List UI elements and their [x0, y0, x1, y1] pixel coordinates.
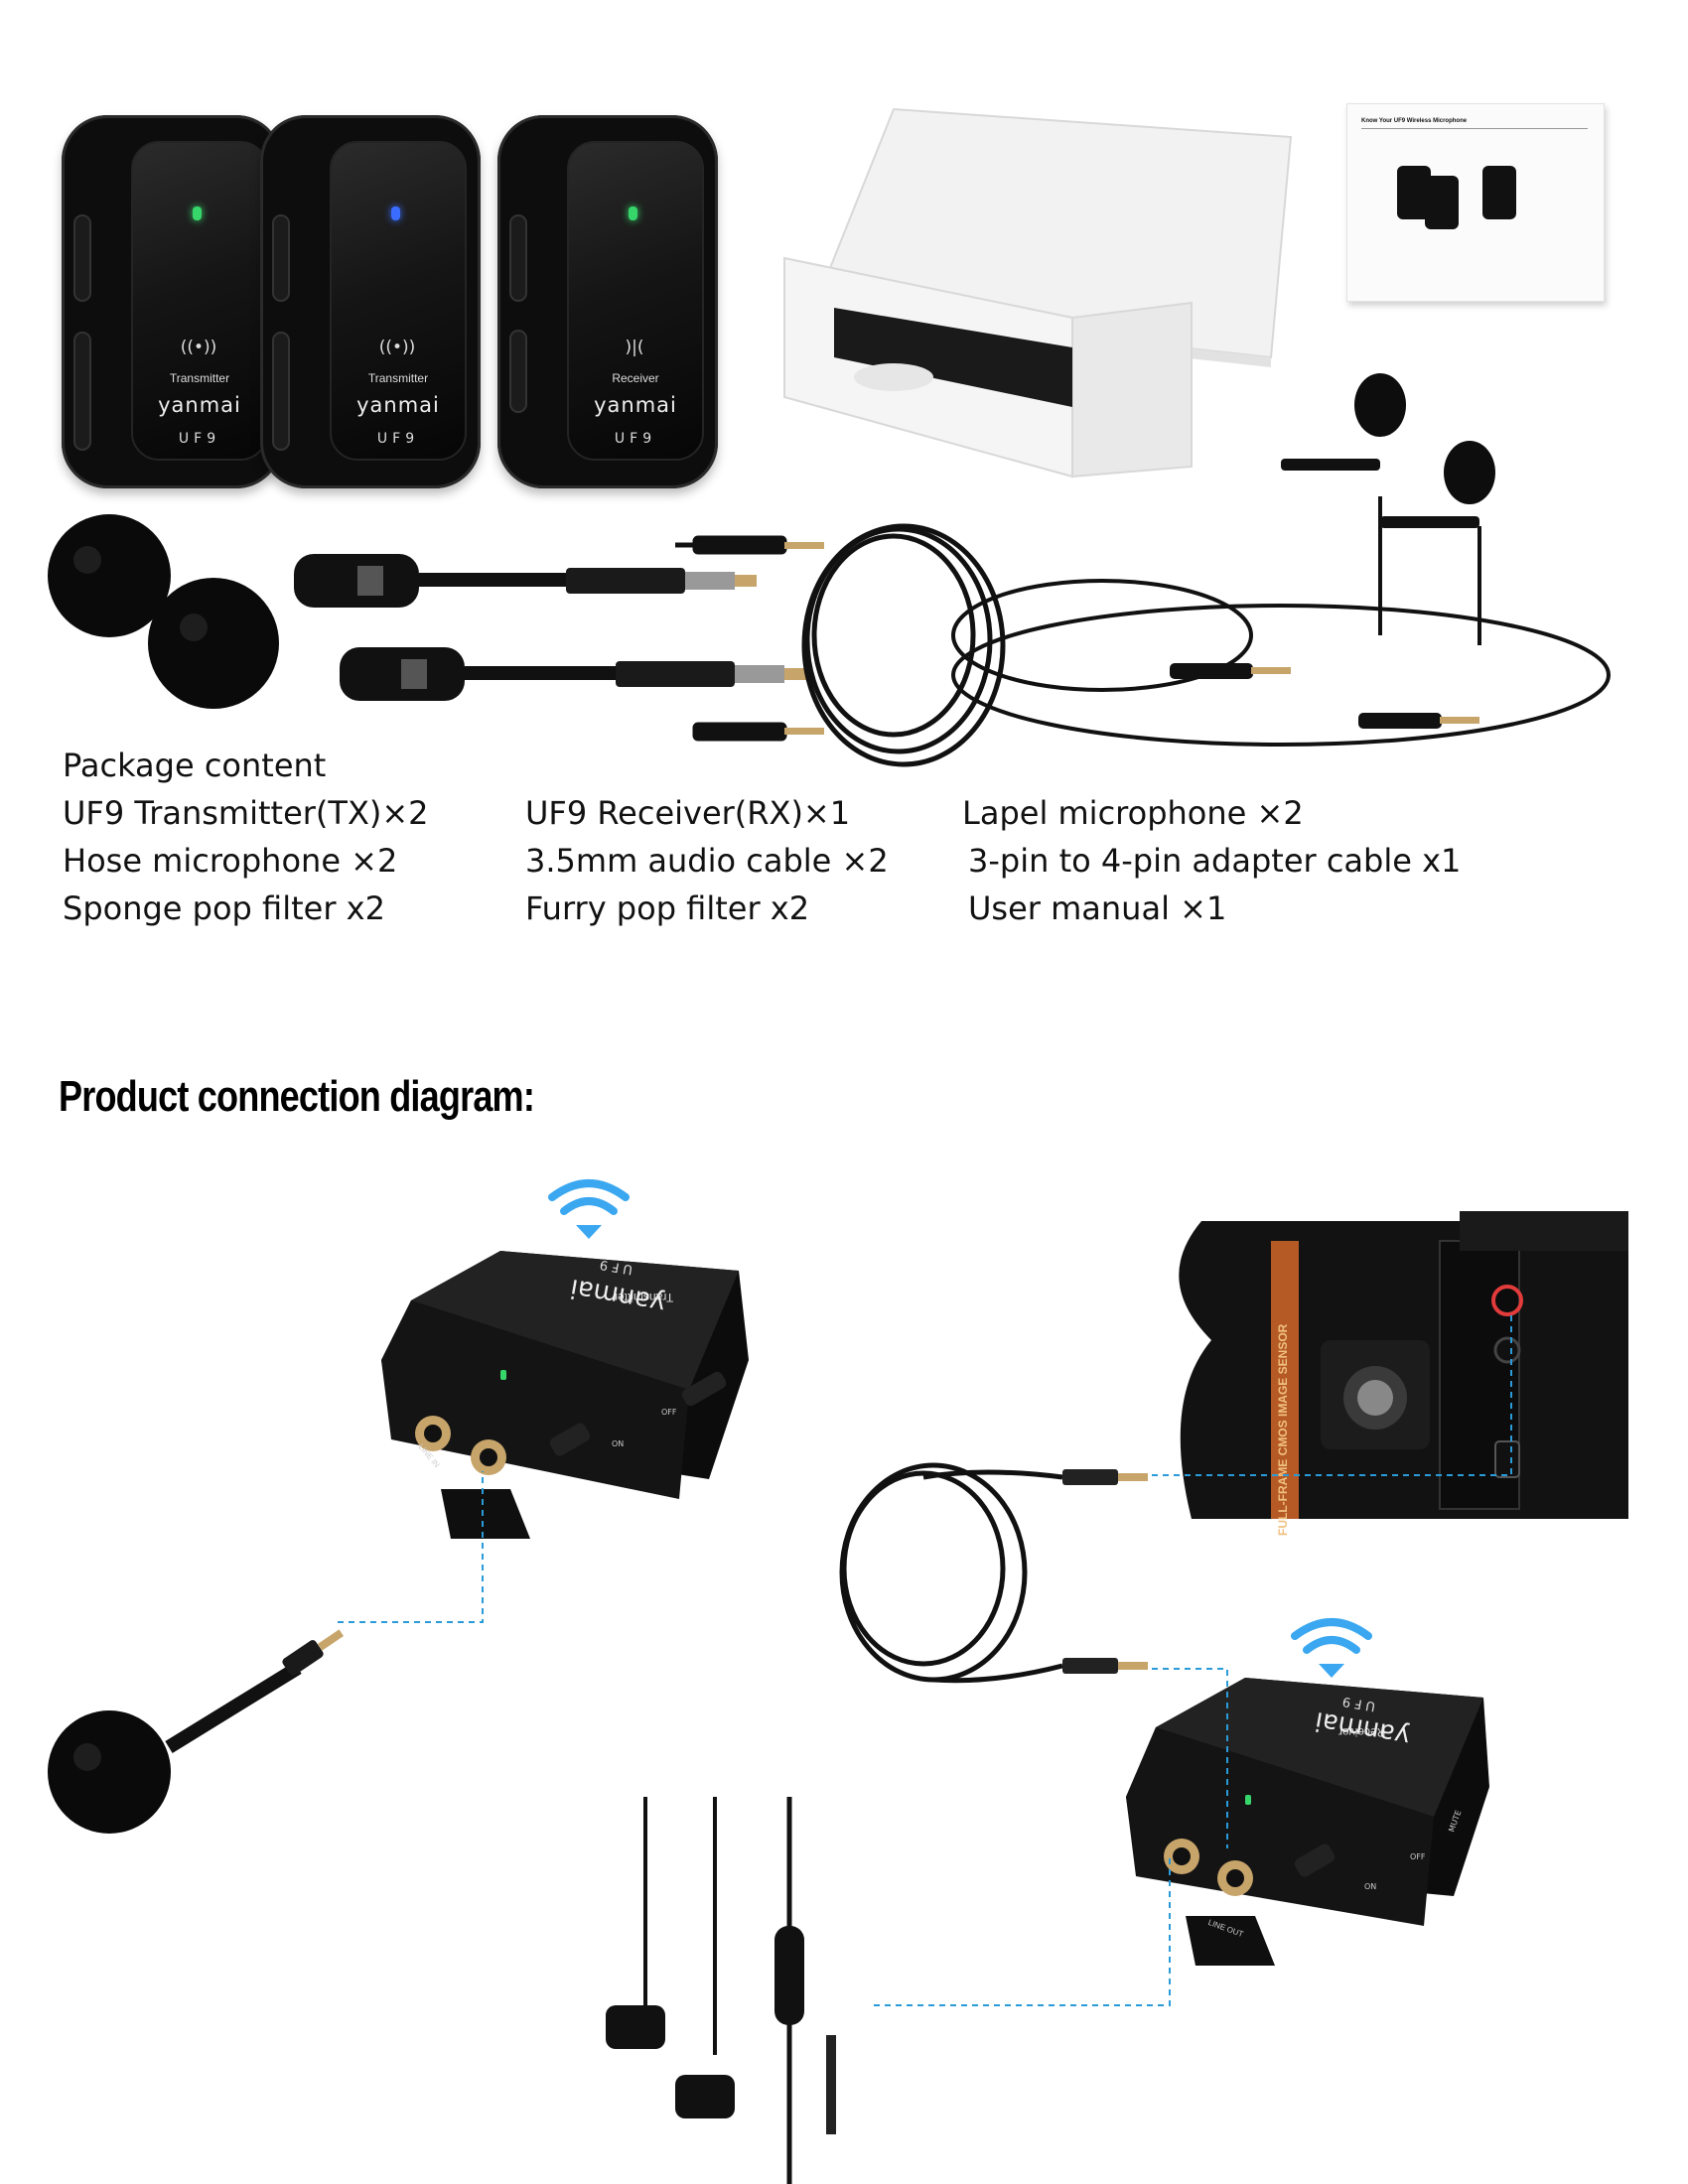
connection-diagram-title: Product connection diagram:	[59, 1072, 535, 1121]
mute-button	[509, 330, 527, 413]
device-model: UF9	[614, 431, 657, 447]
package-item: 3.5mm audio cable ×2	[525, 842, 889, 880]
antenna-icon: ((•))	[180, 338, 217, 357]
status-led	[193, 206, 202, 220]
rx-switch-on: ON	[1364, 1882, 1377, 1891]
volume-rocker	[272, 332, 290, 451]
device-role: Transmitter	[367, 371, 429, 385]
package-item: UF9 Receiver(RX)×1	[525, 794, 851, 832]
device-model: UF9	[178, 431, 221, 447]
manual-title: Know Your UF9 Wireless Microphone	[1361, 118, 1468, 124]
device-face: ((•)) Transmitter yanmai UF9	[131, 141, 268, 461]
device-face: ((•)) Transmitter yanmai UF9	[330, 141, 467, 461]
wifi-icon	[548, 1179, 630, 1239]
device-brand: yanmai	[356, 393, 440, 417]
package-content-title: Package content	[63, 747, 327, 784]
rx-switch-off: OFF	[1410, 1852, 1426, 1861]
diagram-transmitter	[381, 1251, 749, 1539]
receiver-signal-icon: )|(	[625, 338, 644, 357]
volume-rocker	[73, 332, 91, 451]
device-brand: yanmai	[594, 393, 677, 417]
status-led	[629, 206, 637, 220]
package-item: 3-pin to 4-pin adapter cable x1	[968, 842, 1462, 880]
antenna-icon: ((•))	[378, 338, 416, 357]
package-item: Hose microphone ×2	[63, 842, 398, 880]
device-model: UF9	[376, 431, 420, 447]
hose-microphone	[294, 554, 806, 701]
transmitter-unit-2: ((•)) Transmitter yanmai UF9	[260, 115, 481, 488]
package-item: Sponge pop filter x2	[63, 889, 385, 927]
lapel-mic-heads	[1281, 373, 1495, 528]
power-switch	[272, 214, 290, 302]
user-manual-card: Know Your UF9 Wireless Microphone	[1346, 103, 1605, 302]
device-brand: yanmai	[158, 393, 241, 417]
diagram-earphones	[606, 1797, 836, 2184]
tx-switch-off: OFF	[661, 1408, 677, 1417]
package-item: User manual ×1	[968, 889, 1227, 927]
packaging-box	[783, 107, 1293, 478]
furry-pop-filter	[48, 514, 279, 709]
receiver-unit: )|( Receiver yanmai UF9	[497, 115, 718, 488]
wifi-icon	[1291, 1618, 1372, 1678]
package-item: Lapel microphone ×2	[962, 794, 1304, 832]
accessories-illustration	[48, 496, 1611, 767]
device-role: Transmitter	[169, 371, 230, 385]
diagram-hose-mic	[48, 1629, 345, 1834]
audio-cable-coil	[675, 523, 1006, 767]
device-role: Receiver	[612, 371, 659, 385]
diagram-audio-cable	[839, 1462, 1148, 1684]
camera-sensor-label: FULL-FRAME CMOS IMAGE SENSOR	[1276, 1323, 1290, 1536]
power-switch	[509, 214, 527, 302]
device-face: )|( Receiver yanmai UF9	[567, 141, 704, 461]
status-led	[391, 206, 400, 220]
power-switch	[73, 214, 91, 302]
tx-switch-on: ON	[612, 1439, 625, 1448]
lapel-microphone	[951, 496, 1611, 747]
camera-body	[1179, 1211, 1628, 1519]
package-item: Furry pop filter x2	[525, 889, 810, 927]
transmitter-unit-1: ((•)) Transmitter yanmai UF9	[62, 115, 282, 488]
package-item: UF9 Transmitter(TX)×2	[63, 794, 429, 832]
